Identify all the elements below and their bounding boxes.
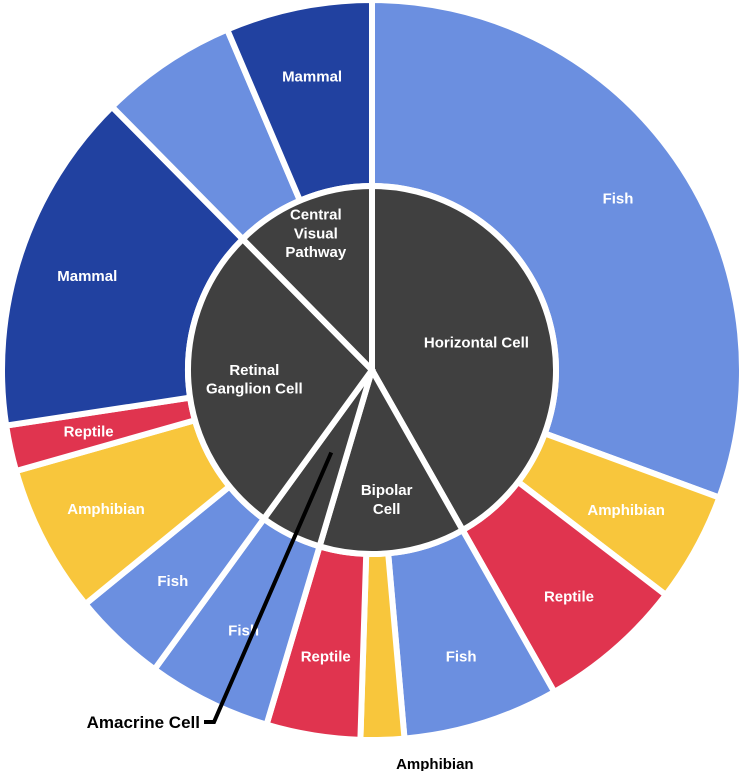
outer-label-horizontal-cell-fish: Fish (603, 191, 634, 208)
outer-label-retinal-ganglion-cell-amphibian: Amphibian (67, 501, 145, 518)
outer-label-retinal-ganglion-cell-fish: Fish (157, 573, 188, 590)
outer-label-central-visual-pathway-mammal: Mammal (282, 68, 342, 85)
inner-ring (185, 182, 559, 557)
inner-slice-horizontal-cell (369, 182, 559, 535)
annotation-label-amacrine-cell: Amacrine Cell (87, 713, 200, 732)
outer-label-retinal-ganglion-cell-reptile: Reptile (64, 424, 114, 441)
inner-label-horizontal-cell: Horizontal Cell (424, 335, 529, 352)
outer-label-horizontal-cell-amphibian: Amphibian (587, 502, 665, 519)
inner-slice-central-visual-pathway (238, 182, 375, 378)
outer-label-horizontal-cell-reptile: Reptile (544, 589, 594, 606)
outer-label-retinal-ganglion-cell-mammal: Mammal (57, 268, 117, 285)
annotation-leader-line (204, 451, 334, 724)
outer-label-external-amphibian: Amphibian (396, 756, 474, 771)
inner-slice-retinal-ganglion-cell (185, 234, 376, 524)
outer-label-bipolar-cell-fish: Fish (446, 649, 477, 666)
inner-slice-bipolar-cell (315, 362, 467, 557)
outer-label-bipolar-cell-reptile: Reptile (301, 649, 351, 666)
